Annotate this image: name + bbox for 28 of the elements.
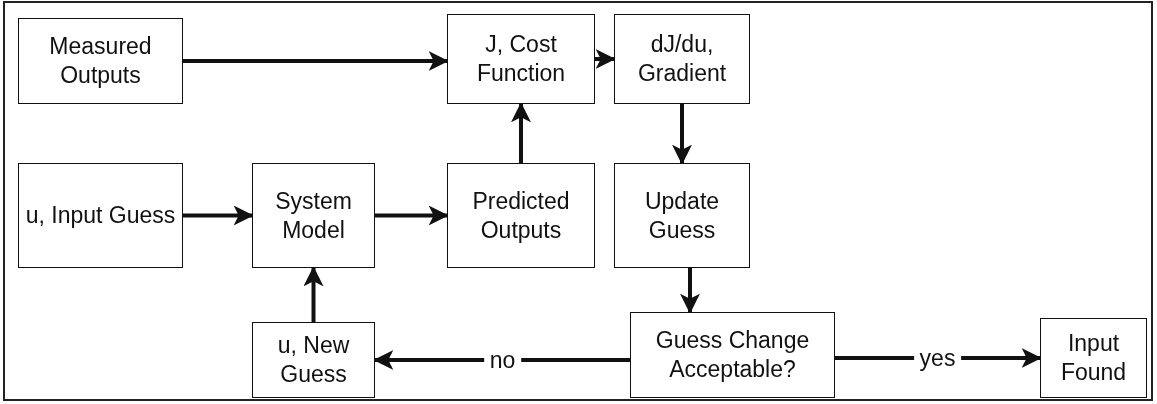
process-box [18,163,183,268]
arrow [183,51,449,71]
process-box [630,312,835,398]
process-box [614,163,750,268]
box-label: System Model [274,186,353,245]
process-box [252,322,375,398]
box-label: Guess Change Acceptable? [654,326,811,384]
arrow [375,205,449,226]
box-label: u, Input Guess [25,201,176,230]
process-box [252,163,375,268]
box-label: Update Guess [643,186,721,245]
process-box [447,14,595,104]
arrow [183,205,254,226]
arrow [672,104,692,165]
box-label: Measured Outputs [48,32,153,90]
arrow [303,266,324,322]
box-label: Input Found [1059,329,1128,387]
box-label: dJ/du, Gradient [636,30,728,88]
process-box [447,163,595,268]
arrow [595,49,616,69]
arrow [511,102,531,163]
box-label: Predicted Outputs [471,186,571,245]
process-box [1040,318,1147,398]
box-label: J, Cost Function [475,30,567,88]
process-box [614,14,750,104]
box-label: u, New Guess [276,331,351,389]
arrow [680,268,700,314]
process-box [18,18,183,104]
